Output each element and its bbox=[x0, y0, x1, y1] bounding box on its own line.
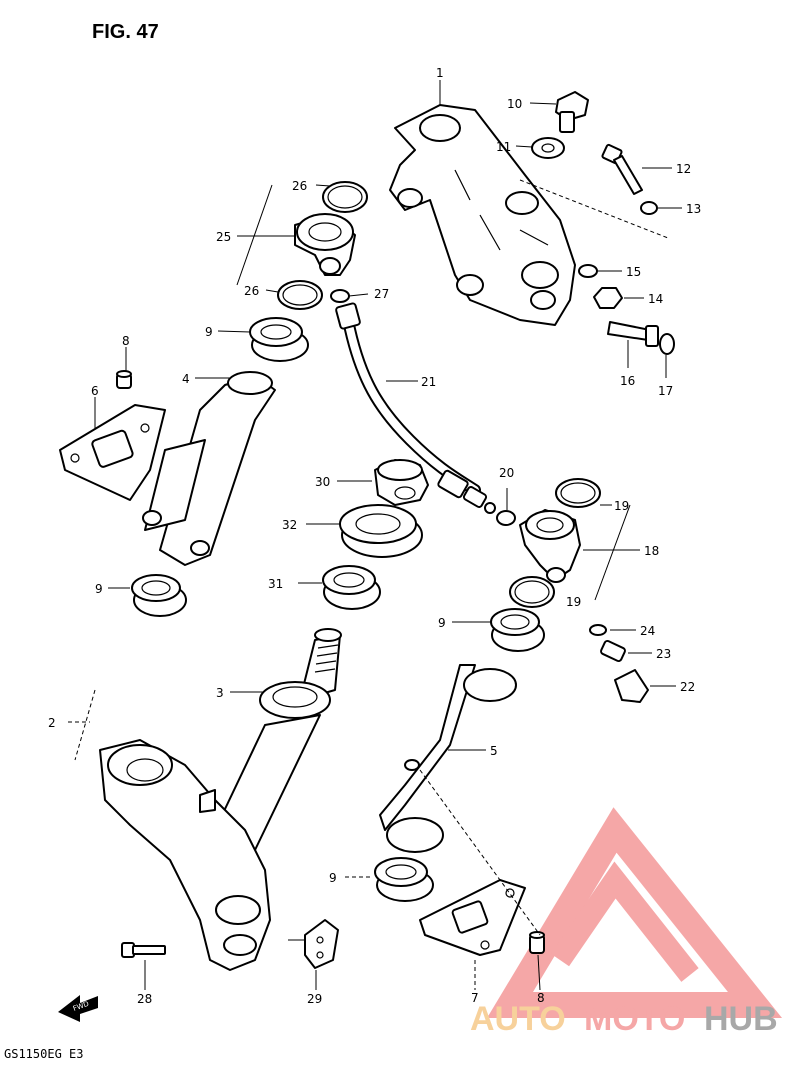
label-part-7: 7 bbox=[471, 991, 479, 1005]
leader-lines bbox=[68, 80, 682, 991]
label-part-8-lower: 8 bbox=[537, 991, 545, 1005]
part-bolt-16 bbox=[607, 321, 659, 347]
label-part-11: 11 bbox=[496, 140, 511, 154]
label-part-3: 3 bbox=[216, 686, 224, 700]
part-washer-20 bbox=[496, 510, 516, 526]
watermark-word-moto: MOTO bbox=[584, 1000, 685, 1038]
part-meter-bracket bbox=[142, 371, 276, 566]
label-part-16: 16 bbox=[620, 374, 635, 388]
label-part-19-lower: 19 bbox=[566, 595, 581, 609]
label-part-5: 5 bbox=[490, 744, 498, 758]
label-part-4: 4 bbox=[182, 372, 190, 386]
part-o-ring-26-upper bbox=[322, 181, 368, 213]
label-part-29: 29 bbox=[307, 992, 322, 1006]
label-part-26-lower: 26 bbox=[244, 284, 259, 298]
label-part-27: 27 bbox=[374, 287, 389, 301]
watermark-word-hub: HUB bbox=[704, 1000, 778, 1038]
label-part-9-lower: 9 bbox=[329, 871, 337, 885]
label-part-14: 14 bbox=[648, 292, 663, 306]
label-part-10: 10 bbox=[507, 97, 522, 111]
part-nut-30 bbox=[374, 459, 429, 506]
label-part-9-left: 9 bbox=[95, 582, 103, 596]
watermark-triangle-icon bbox=[487, 807, 783, 1018]
part-rubber-9-left bbox=[131, 574, 187, 617]
watermark-word-auto: AUTO bbox=[470, 1000, 566, 1038]
part-nut-14 bbox=[593, 287, 623, 309]
part-switch-23 bbox=[600, 639, 626, 663]
part-rubber-31 bbox=[322, 565, 381, 610]
label-part-18: 18 bbox=[644, 544, 659, 558]
part-lower-bracket-2 bbox=[99, 739, 271, 971]
label-part-1: 1 bbox=[436, 66, 444, 80]
part-washer-24 bbox=[589, 624, 607, 636]
label-part-6: 6 bbox=[91, 384, 99, 398]
part-brake-hose-21 bbox=[335, 302, 496, 514]
part-washer-13 bbox=[640, 201, 658, 215]
part-rubber-32 bbox=[339, 504, 423, 558]
watermark-logo: AUTO MOTO HUB bbox=[470, 807, 783, 1038]
part-rubber-9-lower bbox=[374, 857, 434, 902]
label-part-19-upper: 19 bbox=[614, 499, 629, 513]
part-washer-17 bbox=[659, 333, 675, 355]
label-part-30: 30 bbox=[315, 475, 330, 489]
label-part-9-right: 9 bbox=[438, 616, 446, 630]
label-part-9-upper: 9 bbox=[205, 325, 213, 339]
part-washer-27 bbox=[330, 289, 350, 303]
part-bolt-28 bbox=[121, 942, 166, 958]
label-part-32: 32 bbox=[282, 518, 297, 532]
part-o-ring-26-lower bbox=[277, 280, 323, 310]
part-bolt-8-lower bbox=[529, 931, 545, 954]
label-part-8-upper: 8 bbox=[122, 334, 130, 348]
label-part-23: 23 bbox=[656, 647, 671, 661]
fwd-arrow-icon: FWD bbox=[58, 995, 98, 1022]
part-plate-6 bbox=[59, 404, 166, 501]
label-part-22: 22 bbox=[680, 680, 695, 694]
part-cap-22 bbox=[614, 669, 649, 703]
label-part-26-upper: 26 bbox=[292, 179, 307, 193]
label-part-2: 2 bbox=[48, 716, 56, 730]
label-part-28: 28 bbox=[137, 992, 152, 1006]
part-joint-25 bbox=[294, 213, 356, 276]
figure-title: FIG. 47 bbox=[92, 21, 159, 43]
label-part-31: 31 bbox=[268, 577, 283, 591]
label-part-17: 17 bbox=[658, 384, 673, 398]
label-part-12: 12 bbox=[676, 162, 691, 176]
label-part-21: 21 bbox=[421, 375, 436, 389]
label-part-24: 24 bbox=[640, 624, 655, 638]
part-upper-bracket bbox=[389, 104, 576, 326]
part-o-ring-19-upper bbox=[555, 478, 601, 508]
part-o-ring-19-lower bbox=[509, 576, 555, 608]
footer-model-code: GS1150EG E3 bbox=[4, 1047, 83, 1061]
part-rubber-9-right bbox=[490, 608, 545, 652]
part-bolt-12 bbox=[601, 143, 643, 195]
part-bolt-10 bbox=[555, 91, 589, 133]
part-plate-7 bbox=[419, 879, 526, 956]
part-rubber-9-upper bbox=[249, 317, 309, 362]
label-part-13: 13 bbox=[686, 202, 701, 216]
part-bolt-8-upper bbox=[116, 370, 132, 389]
part-joint-18 bbox=[519, 509, 581, 583]
label-part-25: 25 bbox=[216, 230, 231, 244]
part-clamp-29 bbox=[304, 919, 339, 969]
label-part-20: 20 bbox=[499, 466, 514, 480]
part-bracket-5 bbox=[379, 664, 517, 853]
part-washer-11 bbox=[531, 137, 565, 159]
label-part-15: 15 bbox=[626, 265, 641, 279]
part-number-labels: 1 2 3 4 5 6 7 8 8 9 9 9 9 10 11 12 13 14… bbox=[48, 66, 701, 1006]
part-washer-15 bbox=[578, 264, 598, 278]
part-steering-stem-3 bbox=[214, 628, 342, 861]
